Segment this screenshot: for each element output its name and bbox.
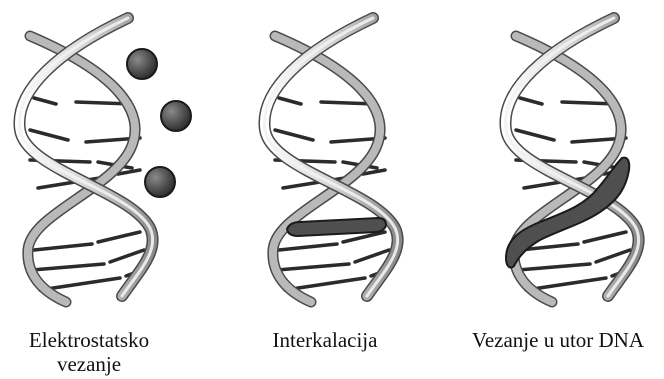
caption-groove-binding: Vezanje u utor DNA [452, 328, 664, 352]
dna-helix [264, 18, 397, 302]
caption-intercalation-line1: Interkalacija [240, 328, 410, 352]
dna-helix [505, 18, 638, 302]
ligand-sphere-bottom [145, 167, 175, 197]
caption-intercalation: Interkalacija [240, 328, 410, 352]
base-pair-rung [516, 130, 554, 140]
base-pair-rung [110, 250, 144, 262]
base-pair-rung [30, 130, 68, 140]
base-pair-rung [596, 250, 630, 262]
base-pair-rung [279, 244, 337, 250]
base-pair-rung [275, 130, 313, 140]
caption-electrostatic: Elektrostatsko vezanje [0, 328, 178, 376]
caption-electrostatic-line1: Elektrostatsko [0, 328, 178, 352]
panel-electrostatic [19, 18, 191, 302]
ligand-sphere-top [127, 49, 157, 79]
panel-groove-binding [505, 18, 638, 302]
caption-groove-binding-line1: Vezanje u utor DNA [452, 328, 664, 352]
base-pair-rung [98, 232, 140, 242]
base-pair-rung [32, 264, 104, 270]
base-pair-rung [520, 98, 542, 104]
base-pair-rung [518, 264, 590, 270]
base-pair-rung [34, 244, 92, 250]
panel-intercalation [264, 18, 397, 302]
base-pair-rung [355, 250, 389, 262]
intercalator-bar [287, 218, 386, 236]
ligand-sphere-middle [161, 101, 191, 131]
base-pair-rung [584, 232, 626, 242]
base-pair-rung [279, 98, 301, 104]
base-pair-rung [277, 264, 349, 270]
base-pair-rung [34, 98, 56, 104]
caption-electrostatic-line2: vezanje [0, 352, 178, 376]
